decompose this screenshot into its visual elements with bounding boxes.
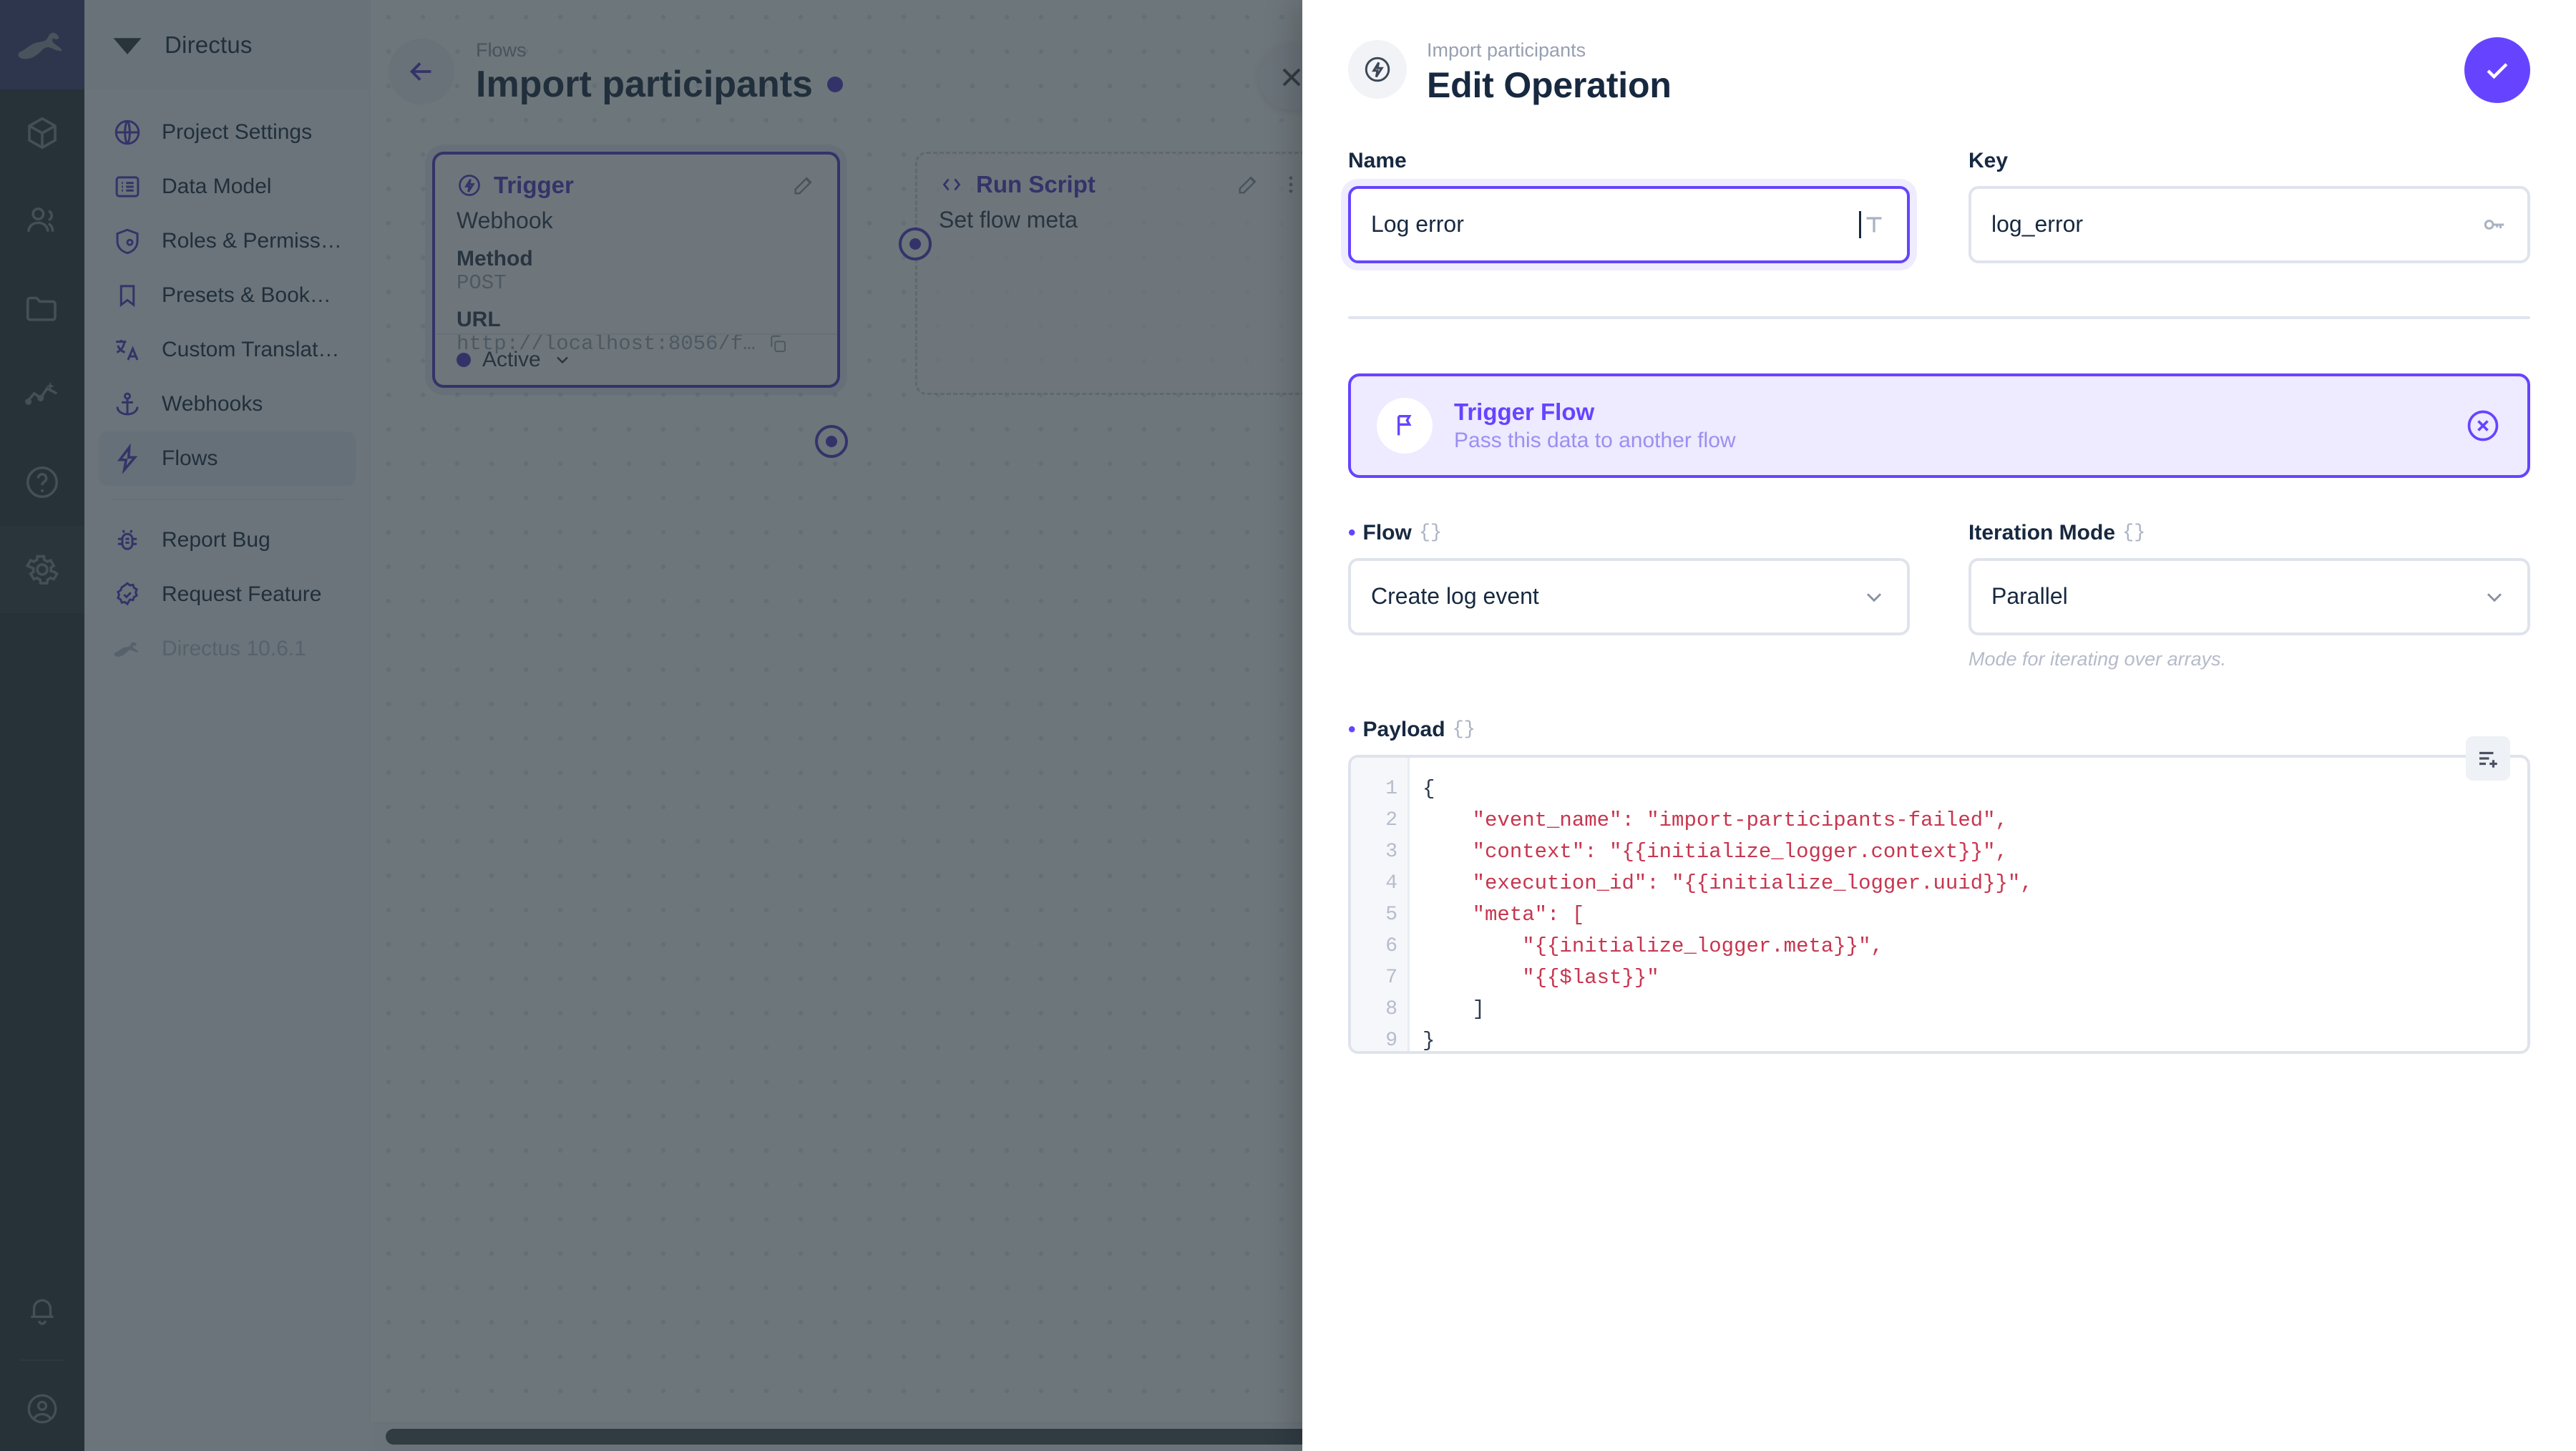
key-field-label: Key xyxy=(1968,148,2009,172)
line-number: 4 xyxy=(1385,871,1397,894)
iteration-field-group: Iteration Mode {} Parallel Mode for iter… xyxy=(1968,521,2530,670)
code-line: "execution_id": "{{initialize_logger.uui… xyxy=(1423,871,2033,895)
iteration-hint: Mode for iterating over arrays. xyxy=(1968,648,2227,670)
payload-field-group: • Payload {} 1 2 3 4 5 6 7 8 9 xyxy=(1348,718,2530,1054)
chevron-down-icon[interactable] xyxy=(1861,584,1887,610)
flow-label-text: Flow xyxy=(1362,520,1412,544)
operation-card-subtitle: Pass this data to another flow xyxy=(1454,428,1736,452)
type-hint: {} xyxy=(1452,718,1475,741)
flow-select-value: Create log event xyxy=(1371,583,1539,610)
drawer-body: Name Log error Key log_error xyxy=(1302,149,2576,1054)
key-input-value: log_error xyxy=(1991,211,2084,238)
flow-field-group: • Flow {} Create log event xyxy=(1348,521,1910,670)
name-key-row: Name Log error Key log_error xyxy=(1348,149,2530,263)
code-text-area[interactable]: { "event_name": "import-participants-fai… xyxy=(1410,758,2527,1051)
name-field-group: Name Log error xyxy=(1348,149,1910,263)
type-hint: {} xyxy=(2122,522,2146,544)
line-number: 7 xyxy=(1385,966,1397,989)
code-line: "{{$last}}" xyxy=(1423,965,1659,990)
code-gutter: 1 2 3 4 5 6 7 8 9 xyxy=(1351,757,1410,1052)
chevron-down-icon[interactable] xyxy=(2482,584,2507,610)
line-number: 6 xyxy=(1385,934,1397,957)
code-line: "event_name": "import-participants-faile… xyxy=(1423,808,2008,832)
line-number: 2 xyxy=(1385,808,1397,831)
code-line: ] xyxy=(1423,997,1485,1021)
iteration-select-value: Parallel xyxy=(1991,583,2068,610)
line-number: 8 xyxy=(1385,997,1397,1020)
name-field-label: Name xyxy=(1348,148,1407,172)
flag-icon xyxy=(1377,397,1433,454)
code-line: "meta": [ xyxy=(1423,902,1585,927)
key-field-group: Key log_error xyxy=(1968,149,2530,263)
iteration-field-label: Iteration Mode {} xyxy=(1968,521,2530,545)
line-number: 1 xyxy=(1385,777,1397,800)
operation-type-card[interactable]: Trigger Flow Pass this data to another f… xyxy=(1348,373,2530,478)
operation-card-title: Trigger Flow xyxy=(1454,398,1595,425)
code-line: "{{initialize_logger.meta}}", xyxy=(1423,934,1883,958)
operation-card-text: Trigger Flow Pass this data to another f… xyxy=(1454,397,2464,454)
insert-variable-icon[interactable] xyxy=(2466,736,2510,781)
flow-iteration-row: • Flow {} Create log event Iteration Mod… xyxy=(1348,521,2530,670)
required-marker: • xyxy=(1348,520,1356,544)
name-input[interactable]: Log error xyxy=(1348,185,1910,263)
text-caret xyxy=(1859,210,1861,238)
payload-label-text: Payload xyxy=(1362,717,1445,741)
iteration-mode-select[interactable]: Parallel xyxy=(1968,557,2530,635)
text-format-icon[interactable] xyxy=(1861,212,1887,238)
code-line: { xyxy=(1423,776,1435,801)
close-circle-icon[interactable] xyxy=(2464,407,2502,444)
flow-field-label: • Flow {} xyxy=(1348,521,1910,545)
flow-select[interactable]: Create log event xyxy=(1348,557,1910,635)
save-button[interactable] xyxy=(2464,37,2530,103)
drawer-title: Edit Operation xyxy=(1427,64,1672,105)
payload-code-editor[interactable]: 1 2 3 4 5 6 7 8 9 { "event_name": "impor… xyxy=(1348,754,2530,1054)
code-line: } xyxy=(1423,1028,1435,1052)
drawer-header: Import participants Edit Operation xyxy=(1302,0,2576,106)
edit-operation-drawer: Import participants Edit Operation Name … xyxy=(1302,0,2576,1451)
code-line: "context": "{{initialize_logger.context}… xyxy=(1423,839,2008,864)
line-number: 3 xyxy=(1385,840,1397,863)
drawer-titles: Import participants Edit Operation xyxy=(1427,37,2464,106)
name-input-value: Log error xyxy=(1371,211,1464,238)
line-number: 5 xyxy=(1385,903,1397,926)
type-hint: {} xyxy=(1418,522,1443,544)
iteration-label-text: Iteration Mode xyxy=(1968,520,2116,544)
drawer-breadcrumb: Import participants xyxy=(1427,39,1586,61)
required-marker: • xyxy=(1348,717,1356,741)
line-number: 9 xyxy=(1385,1029,1397,1052)
key-icon xyxy=(2480,211,2507,238)
bolt-circle-icon xyxy=(1348,40,1407,99)
section-divider xyxy=(1348,316,2530,319)
payload-field-label: • Payload {} xyxy=(1348,718,2530,742)
key-input[interactable]: log_error xyxy=(1968,185,2530,263)
